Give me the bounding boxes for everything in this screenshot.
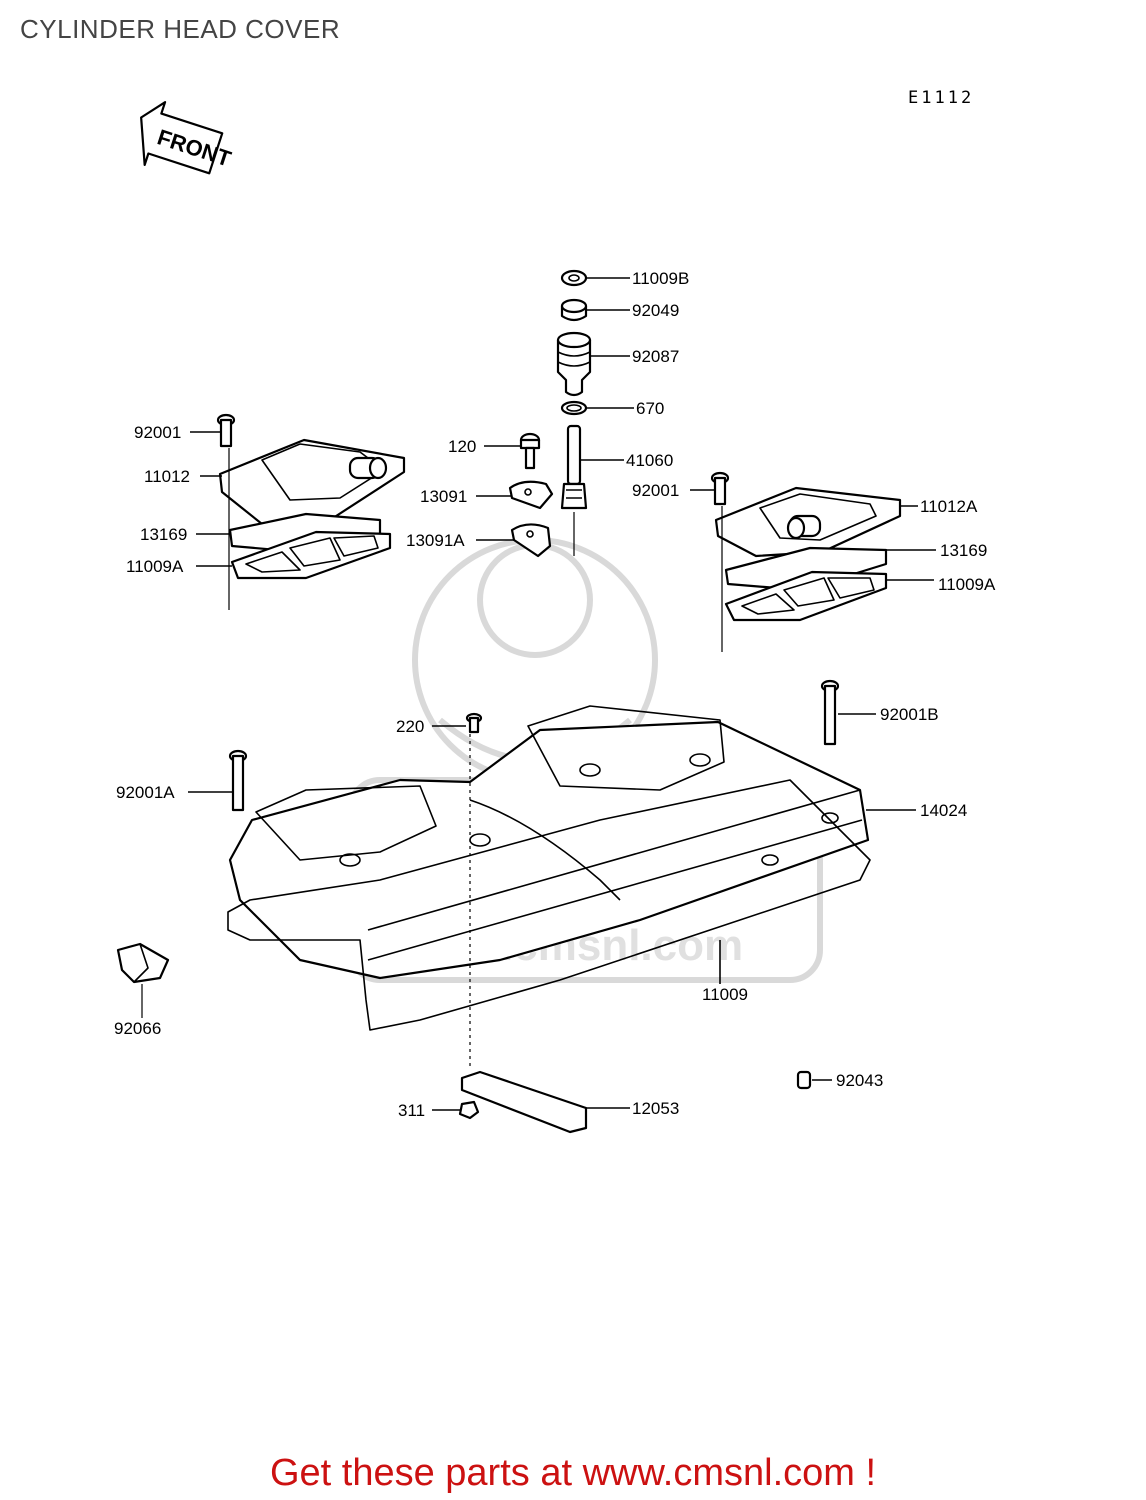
part-670-oring (560, 400, 588, 416)
part-13169-plate-right (724, 546, 888, 592)
part-11009a-gasket-right (724, 570, 888, 622)
label-12053: 12053 (632, 1099, 679, 1118)
part-92001-bolt-right (710, 471, 730, 506)
label-120: 120 (448, 437, 476, 456)
part-13091a-plate (510, 523, 552, 558)
part-120-bolt (519, 432, 541, 470)
label-41060: 41060 (626, 451, 673, 470)
label-13091: 13091 (420, 487, 467, 506)
part-13091-plate (508, 480, 554, 510)
label-670: 670 (636, 399, 664, 418)
part-11009-gasket (227, 779, 871, 1031)
label-92001-right: 92001 (632, 481, 679, 500)
part-92043-dowel (796, 1070, 812, 1090)
part-11009a-gasket-left (230, 530, 392, 580)
label-13169-right: 13169 (940, 541, 987, 560)
label-14024: 14024 (920, 801, 967, 820)
part-labels: 11009B 92049 92087 670 41060 120 13091 1… (114, 269, 996, 1120)
label-11012: 11012 (144, 467, 190, 486)
part-92001a-bolt (228, 749, 248, 812)
label-92043: 92043 (836, 1071, 883, 1090)
label-92066: 92066 (114, 1019, 161, 1038)
label-13091a: 13091A (406, 531, 465, 550)
label-92001-left: 92001 (134, 423, 181, 442)
part-12053-strip (460, 1070, 588, 1134)
parts-diagram: www.cmsnl.com FRONT (114, 101, 996, 1134)
part-11009b-washer (560, 269, 588, 287)
label-11009: 11009 (702, 985, 748, 1004)
label-13169-left: 13169 (140, 525, 187, 544)
part-11012a-breather-cover (714, 486, 902, 558)
part-92001b-bolt (820, 679, 840, 746)
label-311: 311 (398, 1101, 425, 1120)
part-92001-bolt-left (216, 413, 236, 448)
front-arrow-icon: FRONT (140, 101, 235, 175)
label-92087: 92087 (632, 347, 679, 366)
label-11009b: 11009B (632, 269, 689, 288)
part-41060-shaft (560, 424, 588, 556)
part-14024-head-cover (228, 705, 870, 980)
cta-link[interactable]: Get these parts at www.cmsnl.com ! (269, 1452, 877, 1494)
part-220-bolt (465, 712, 483, 734)
leader-lines (188, 277, 936, 1111)
part-92066-cap (116, 942, 170, 984)
label-11012a: 11012A (920, 497, 978, 516)
part-92049-seal (560, 298, 588, 322)
label-11009a-right: 11009A (938, 575, 996, 594)
label-92049: 92049 (632, 301, 679, 320)
label-220: 220 (396, 717, 424, 736)
part-92087-sleeve (556, 331, 592, 397)
label-11009a-left: 11009A (126, 557, 184, 576)
diagram-code: E1112 (908, 88, 975, 108)
label-92001b: 92001B (880, 705, 939, 724)
part-311-nut (458, 1100, 480, 1120)
label-92001a: 92001A (116, 783, 175, 802)
part-11012-breather-cover (218, 438, 406, 526)
page-title: CYLINDER HEAD COVER (20, 14, 341, 44)
